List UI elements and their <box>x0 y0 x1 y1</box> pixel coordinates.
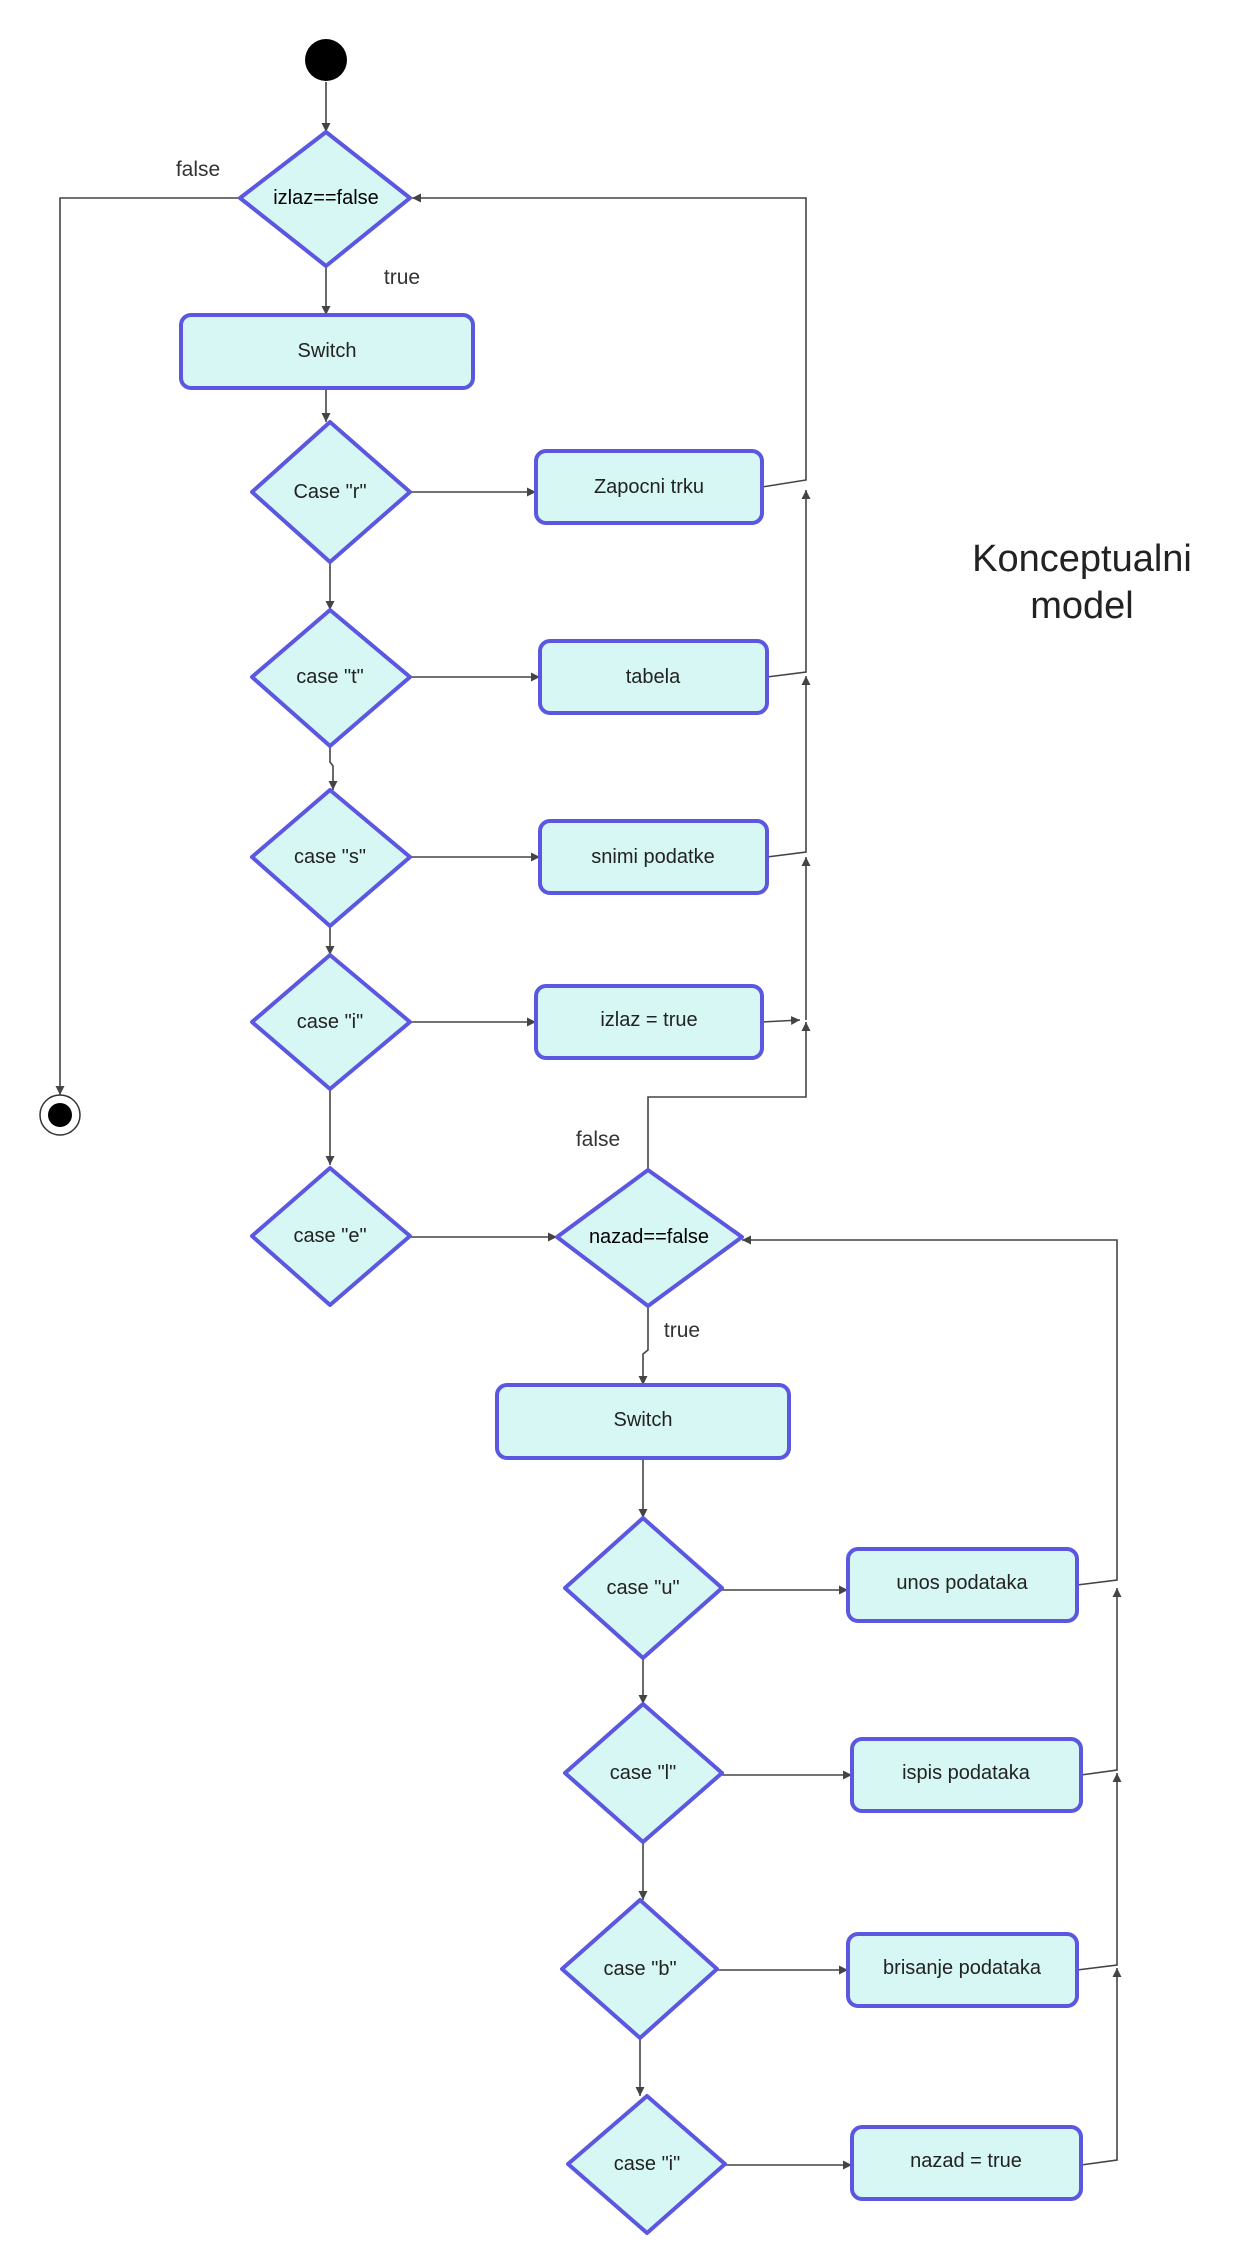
inner-case-l-decision: case "l" <box>563 1702 724 1844</box>
edge-return-unos-podataka <box>742 1235 1118 1586</box>
outer-case-t-label: case "t" <box>296 666 364 688</box>
inner-action-unos-podataka-label: unos podataka <box>896 1572 1028 1594</box>
inner-action-brisanje-podataka: brisanje podataka <box>846 1932 1079 2008</box>
edge-case-t-to-case-s <box>328 746 338 790</box>
outer-loop-true-label: true <box>384 266 420 289</box>
outer-case-r-decision: Case "r" <box>250 420 412 564</box>
outer-action-izlaz-true-label: izlaz = true <box>600 1009 697 1031</box>
outer-switch-label: Switch <box>298 340 357 362</box>
diagram-title-line-2: model <box>1030 585 1134 627</box>
inner-case-b-label: case "b" <box>603 1958 676 1980</box>
outer-case-s-decision: case "s" <box>250 788 412 928</box>
inner-action-ispis-podataka-label: ispis podataka <box>902 1762 1031 1784</box>
outer-action-tabela: tabela <box>538 639 769 715</box>
inner-loop-decision: nazad==false <box>555 1168 744 1308</box>
outer-case-t-decision: case "t" <box>250 608 412 748</box>
edge-inner-loop-false <box>647 1022 811 1170</box>
outer-case-i-decision: case "i" <box>250 953 412 1091</box>
diagram-title-line-1: Konceptualni <box>972 538 1192 580</box>
inner-switch-label: Switch <box>614 1409 673 1431</box>
inner-case-i-label: case "i" <box>614 2153 680 2175</box>
outer-loop-decision: izlaz==false <box>238 130 412 268</box>
outer-action-zapocni-trku-label: Zapocni trku <box>594 476 704 498</box>
outer-case-r-label: Case "r" <box>293 481 366 503</box>
outer-loop-false-label: false <box>176 158 220 181</box>
inner-case-i-decision: case "i" <box>566 2094 727 2235</box>
outer-action-zapocni-trku: Zapocni trku <box>534 449 764 525</box>
outer-case-i-label: case "i" <box>297 1011 363 1033</box>
inner-loop-false-label: false <box>576 1128 620 1151</box>
outer-case-e-decision: case "e" <box>250 1166 412 1307</box>
edge-return-nazad-true <box>1080 1968 1122 2166</box>
diagram-title: Konceptualni model <box>972 538 1192 627</box>
inner-case-b-decision: case "b" <box>560 1898 719 2040</box>
inner-action-nazad-true: nazad = true <box>850 2125 1083 2201</box>
edge-inner-loop-true-to-switch <box>638 1306 649 1385</box>
edge-return-brisanje-podataka <box>1076 1773 1122 1971</box>
edge-return-tabela <box>766 490 811 678</box>
edge-return-snimi-podatke <box>766 676 811 858</box>
outer-switch-node: Switch <box>179 313 475 390</box>
inner-case-u-decision: case "u" <box>563 1516 724 1660</box>
inner-loop-condition: nazad==false <box>589 1226 709 1248</box>
inner-switch-node: Switch <box>495 1383 791 1460</box>
inner-action-nazad-true-label: nazad = true <box>910 2150 1022 2172</box>
inner-case-l-label: case "l" <box>610 1762 676 1784</box>
edge-loop-false-to-end <box>55 197 240 1095</box>
edges <box>55 82 1122 2170</box>
edge-return-zapocni-trku <box>412 193 807 488</box>
start-node <box>305 39 347 81</box>
inner-loop-true-label: true <box>664 1319 700 1342</box>
outer-action-tabela-label: tabela <box>626 666 681 688</box>
outer-action-snimi-podatke-label: snimi podatke <box>591 846 714 868</box>
inner-action-ispis-podataka: ispis podataka <box>850 1737 1083 1813</box>
outer-action-izlaz-true: izlaz = true <box>534 984 764 1060</box>
outer-case-e-label: case "e" <box>293 1225 366 1247</box>
outer-case-s-label: case "s" <box>294 846 366 868</box>
inner-action-unos-podataka: unos podataka <box>846 1547 1079 1623</box>
outer-loop-condition: izlaz==false <box>273 187 379 209</box>
inner-case-u-label: case "u" <box>606 1577 679 1599</box>
inner-action-brisanje-podataka-label: brisanje podataka <box>883 1957 1042 1979</box>
end-node <box>39 1094 81 1136</box>
edge-return-ispis-podataka <box>1080 1588 1122 1776</box>
edge-return-izlaz-true <box>761 1015 801 1025</box>
outer-action-snimi-podatke: snimi podatke <box>538 819 769 895</box>
